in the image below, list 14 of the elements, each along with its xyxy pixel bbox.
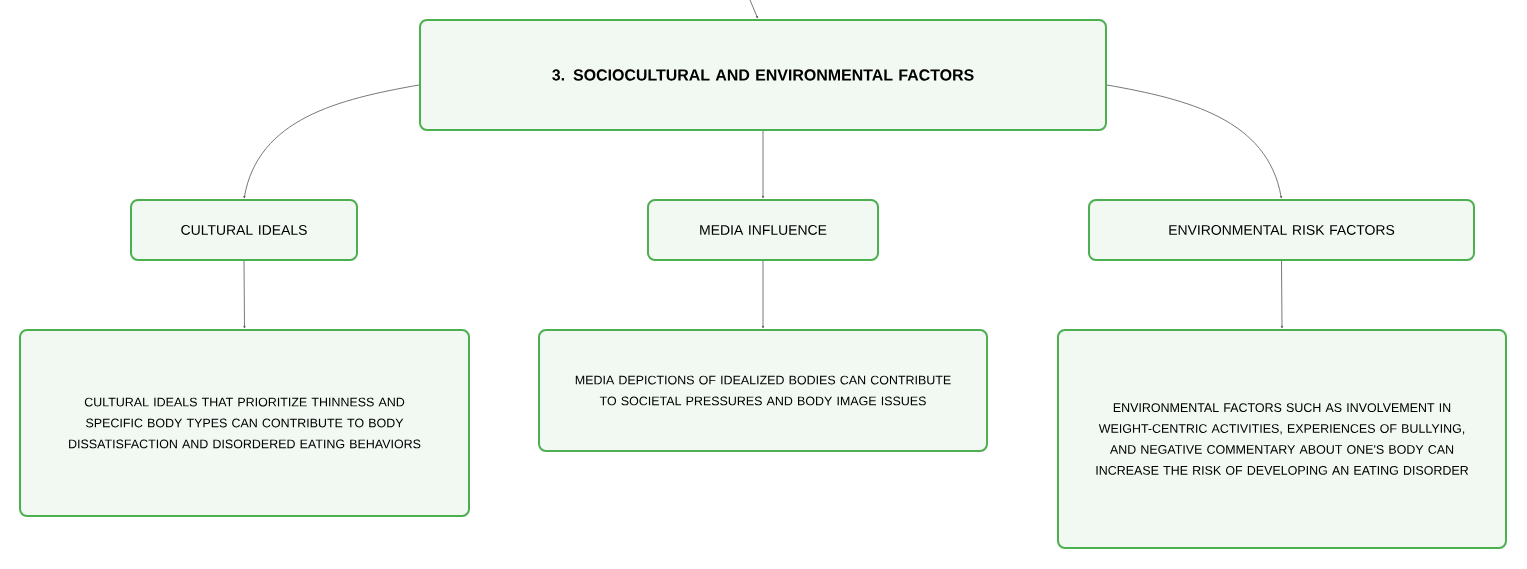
arrow [1106, 84, 1283, 199]
description-box: MEDIA DEPICTIONS OF IDEALIZED BODIES CAN CONTRIBUTE TO SOCIETAL PRESSURES AND BODY IMAGE ISSUES [538, 329, 988, 452]
topic-box: ENVIRONMENTAL RISK FACTORS [1088, 199, 1475, 261]
topic-box: MEDIA INFLUENCE [647, 199, 879, 261]
title-box: 3. SOCIOCULTURAL AND ENVIRONMENTAL FACTORS [419, 19, 1107, 131]
arrow [761, 130, 765, 199]
arrow [749, 0, 758, 19]
arrow [1280, 260, 1284, 329]
arrow [761, 260, 765, 329]
topic-box: CULTURAL IDEALS [130, 199, 358, 261]
description-box: ENVIRONMENTAL FACTORS SUCH AS INVOLVEMENT IN WEIGHT-CENTRIC ACTIVITIES, EXPERIENCES OF BULLYING, AND NEGATIVE COMMENTARY ABOUT ONE'S BODY CAN INCREASE THE RISK OF DEVELOPING AN EATING DISORDER [1057, 329, 1507, 549]
arrow [243, 260, 246, 329]
arrow [243, 84, 420, 199]
description-box: CULTURAL IDEALS THAT PRIORITIZE THINNESS AND SPECIFIC BODY TYPES CAN CONTRIBUTE TO BODY DISSATISFACTION AND DISORDERED EATING BEHAVIORS [19, 329, 470, 517]
